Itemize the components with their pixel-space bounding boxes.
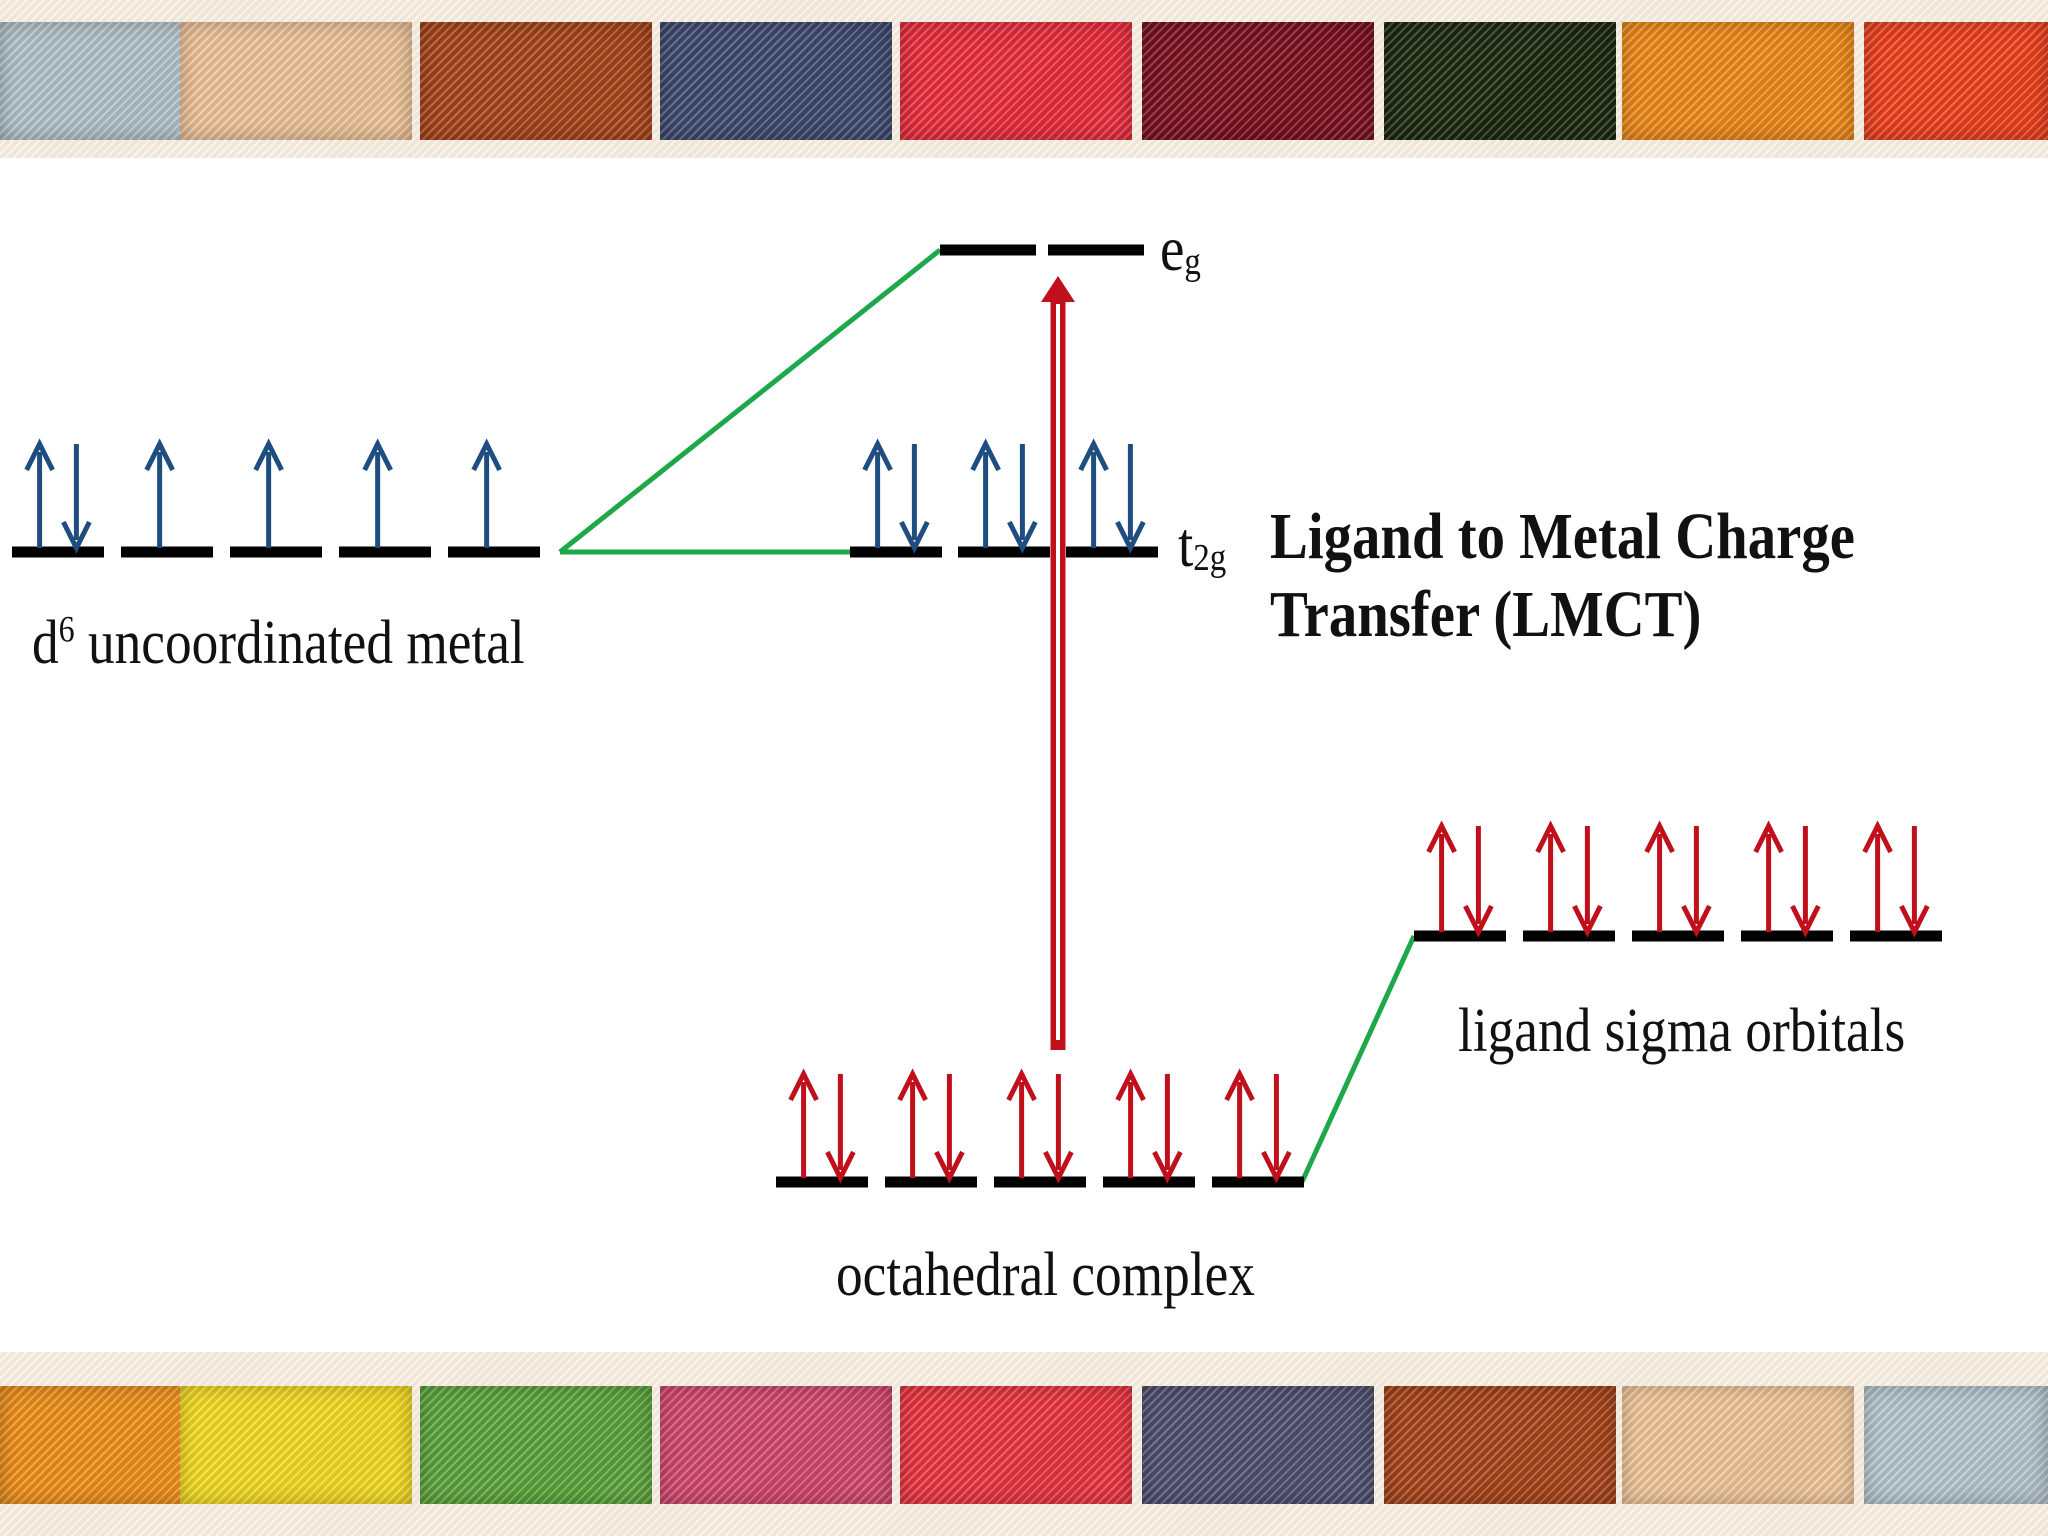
ligand-sigma-up-arrow-3-head: [1644, 820, 1675, 854]
bottom-band-swatch-6: [1142, 1386, 1374, 1504]
ligand-sigma-down-arrow-2-head: [1572, 904, 1603, 938]
lmct-arrow-head: [1041, 276, 1075, 302]
bottom-band-swatch-7: [1384, 1386, 1616, 1504]
ligand-sigma-up-arrow-2-head: [1535, 820, 1566, 854]
bottom-band-swatch-2: [180, 1386, 412, 1504]
eg-correlation-line: [558, 248, 942, 554]
ligand-sigma-down-arrow-5-head: [1899, 904, 1930, 938]
metal-d-down-arrow-1-head: [61, 520, 92, 554]
bottom-band-swatch-8: [1622, 1386, 1854, 1504]
ligand-sigma-down-arrow-1-head: [1463, 904, 1494, 938]
title-line-1: Ligand to Metal Charge: [1270, 500, 1855, 573]
ligand-label: ligand sigma orbitals: [1458, 997, 1906, 1065]
complex-bonding-down-arrow-4-head: [1152, 1150, 1183, 1184]
t2g-label: t2g: [1178, 509, 1227, 580]
bottom-band-swatch-3: [420, 1386, 652, 1504]
complex-bonding-down-arrow-3-head: [1043, 1150, 1074, 1184]
bottom-band-swatch-4: [660, 1386, 892, 1504]
top-band-swatch-7: [1384, 22, 1616, 140]
complex-bonding-down-arrow-1-head: [825, 1150, 856, 1184]
complex-t2g-up-arrow-1-head: [862, 438, 893, 472]
diagram-title: Ligand to Metal Charge Transfer (LMCT): [1270, 498, 1855, 654]
ligand-sigma-up-arrow-4-head: [1753, 820, 1784, 854]
complex-bonding-up-arrow-2-head: [897, 1068, 928, 1102]
metal-label: d6 uncoordinated metal: [32, 609, 525, 677]
top-band-swatch-5: [900, 22, 1132, 140]
complex-label: octahedral complex: [836, 1241, 1255, 1309]
complex-bonding-down-arrow-5-head: [1261, 1150, 1292, 1184]
complex-bonding-up-arrow-1-head: [788, 1068, 819, 1102]
ligand-sigma-down-arrow-4-head: [1790, 904, 1821, 938]
metal-d-up-arrow-3-head: [253, 438, 284, 472]
title-line-2: Transfer (LMCT): [1270, 577, 1702, 651]
complex-t2g-up-arrow-2-head: [970, 438, 1001, 472]
bottom-band-swatch-5: [900, 1386, 1132, 1504]
complex-bonding-up-arrow-3-head: [1006, 1068, 1037, 1102]
bottom-band-swatch-9: [1864, 1386, 2048, 1504]
top-band-swatch-3: [420, 22, 652, 140]
complex-t2g-down-arrow-2-head: [1007, 520, 1038, 554]
ligand-sigma-down-arrow-3-head: [1681, 904, 1712, 938]
top-band-swatch-2: [180, 22, 412, 140]
ligand-sigma-up-arrow-1-head: [1426, 820, 1457, 854]
complex-bonding-down-arrow-2-head: [934, 1150, 965, 1184]
eg-label: eg: [1160, 213, 1201, 284]
complex-t2g-down-arrow-1-head: [899, 520, 930, 554]
complex-bonding-up-arrow-5-head: [1224, 1068, 1255, 1102]
ligand-sigma-up-arrow-5-head: [1862, 820, 1893, 854]
top-band-swatch-4: [660, 22, 892, 140]
metal-d-up-arrow-4-head: [362, 438, 393, 472]
complex-t2g-down-arrow-3-head: [1115, 520, 1146, 554]
complex-t2g-up-arrow-3-head: [1078, 438, 1109, 472]
metal-d-up-arrow-2-head: [144, 438, 175, 472]
metal-d-up-arrow-1-head: [24, 438, 55, 472]
ligand-correlation-line: [1299, 934, 1417, 1184]
top-band-swatch-8: [1622, 22, 1854, 140]
top-band-swatch-6: [1142, 22, 1374, 140]
metal-d-up-arrow-5-head: [471, 438, 502, 472]
top-band-swatch-9: [1864, 22, 2048, 140]
complex-bonding-up-arrow-4-head: [1115, 1068, 1146, 1102]
